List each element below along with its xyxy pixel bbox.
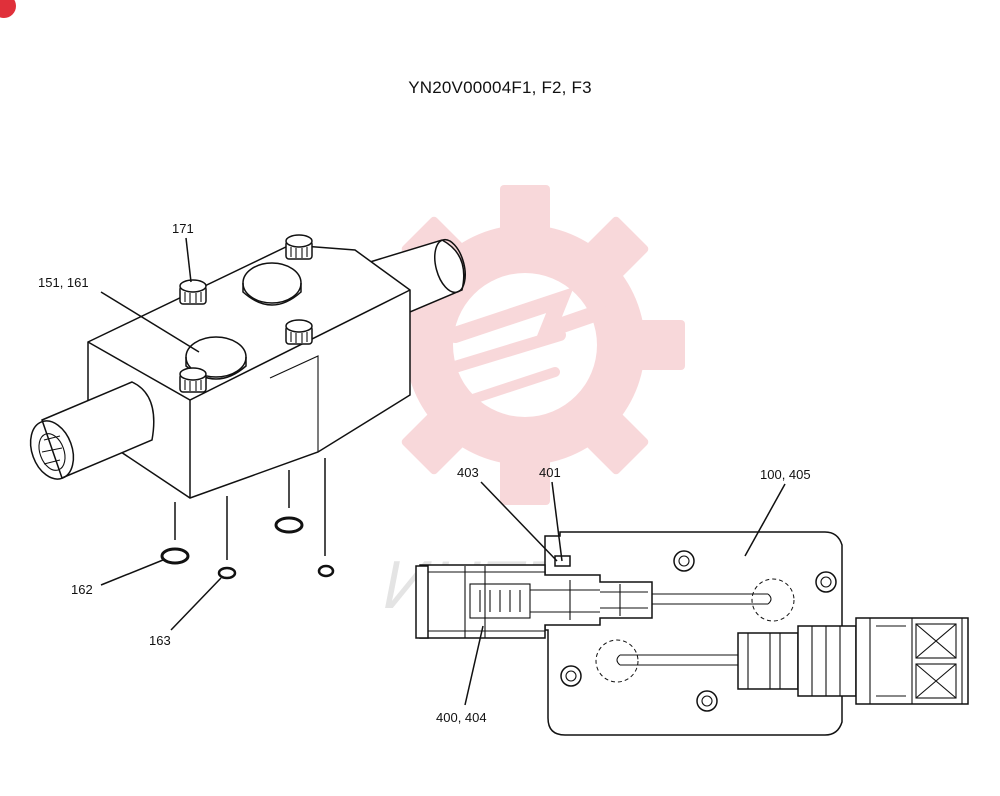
callout-151-161: 151, 161: [38, 275, 89, 290]
watermark-gear-icon: [365, 185, 685, 505]
o-ring-163: [217, 566, 237, 580]
corner-badge: [0, 0, 16, 18]
callout-163: 163: [149, 633, 171, 648]
callout-400-404: 400, 404: [436, 710, 487, 725]
callout-171: 171: [172, 221, 194, 236]
callout-100-405: 100, 405: [760, 467, 811, 482]
callout-162: 162: [71, 582, 93, 597]
callout-403: 403: [457, 465, 479, 480]
o-ring-small: [317, 564, 335, 578]
valve-block-assembly: [29, 234, 466, 499]
o-ring-large: [274, 516, 304, 534]
section-view: [415, 531, 969, 736]
o-rings: [160, 516, 335, 580]
diagram-title: YN20V00004F1, F2, F3: [408, 78, 592, 97]
leader-lines: [100, 237, 786, 706]
o-ring-162: [160, 547, 190, 565]
callout-401: 401: [539, 465, 561, 480]
seal-center-lines: [174, 458, 326, 560]
